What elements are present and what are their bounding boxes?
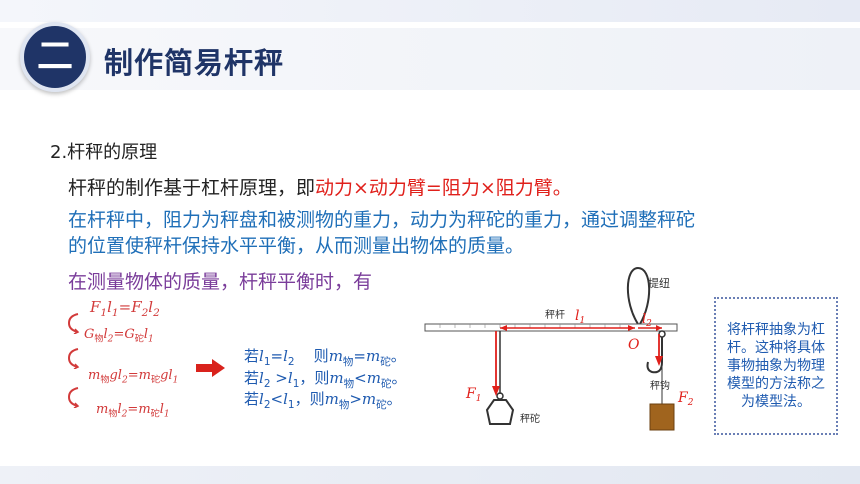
- measured-object: [649, 403, 675, 431]
- derivation-bracket-icon: [67, 313, 80, 334]
- rope-loop: [626, 266, 651, 325]
- subheading: 2.杆秤的原理: [50, 142, 158, 163]
- section-number: 二: [36, 36, 73, 77]
- derivation-bracket-icon: [67, 348, 80, 369]
- condition-3: 若l2<l1，则m物>m砣。: [244, 390, 402, 411]
- steelyard-diagram: 提纽 秤杆 l1 l2 O 秤砣 F1 秤钩 F2: [424, 266, 694, 431]
- note-box: 将杆秤抽象为杠杆。这种将具体事物抽象为物理模型的方法称之为模型法。: [714, 297, 838, 435]
- formula-4: m物l2=m砣l1: [96, 402, 170, 420]
- rope-label: 提纽: [648, 276, 670, 290]
- note-text: 将杆秤抽象为杠杆。这种将具体事物抽象为物理模型的方法称之为模型法。: [727, 321, 825, 411]
- beam-label: 秤杆: [545, 309, 565, 321]
- intro-text: 杆秤的制作基于杠杆原理，即: [68, 177, 316, 199]
- l2-label: l2: [642, 312, 652, 329]
- counterweight: [485, 399, 515, 425]
- header-bar: [0, 28, 860, 90]
- explain-line-1: 在杆秤中，阻力为秤盘和被测物的重力，动力为秤砣的重力，通过调整秤砣: [68, 209, 696, 231]
- derivation-bracket-icon: [67, 387, 80, 408]
- condition-1: 若l1=l2 则m物=m砣。: [244, 347, 406, 368]
- balance-line: 在测量物体的质量，杆秤平衡时，有: [68, 271, 373, 293]
- counterweight-label: 秤砣: [520, 412, 540, 425]
- hook-label: 秤钩: [650, 380, 670, 392]
- formula-1: F1l1=F2l2: [90, 298, 160, 319]
- condition-2: 若l2 >l1，则m物<m砣。: [244, 369, 407, 390]
- formula-3: m物gl2=m砣gl1: [88, 368, 179, 386]
- f2-label: F2: [677, 390, 694, 408]
- explain-line-2: 的位置使秤杆保持水平平衡，从而测量出物体的质量。: [68, 235, 525, 257]
- bottom-decoration-band: [0, 466, 860, 484]
- intro-highlight: 动力×动力臂=阻力×阻力臂。: [315, 177, 572, 199]
- f1-label: F1: [465, 386, 481, 404]
- right-arrow-icon: [196, 359, 225, 377]
- l1-label: l1: [575, 308, 585, 326]
- intro-line: 杆秤的制作基于杠杆原理，即动力×动力臂=阻力×阻力臂。: [68, 173, 572, 200]
- section-number-badge: 二: [20, 22, 90, 92]
- section-title: 制作简易杆秤: [104, 46, 285, 80]
- pivot-label: O: [628, 337, 640, 353]
- top-decoration-band: [0, 0, 860, 22]
- formula-2: G物l2=G砣l1: [84, 327, 154, 345]
